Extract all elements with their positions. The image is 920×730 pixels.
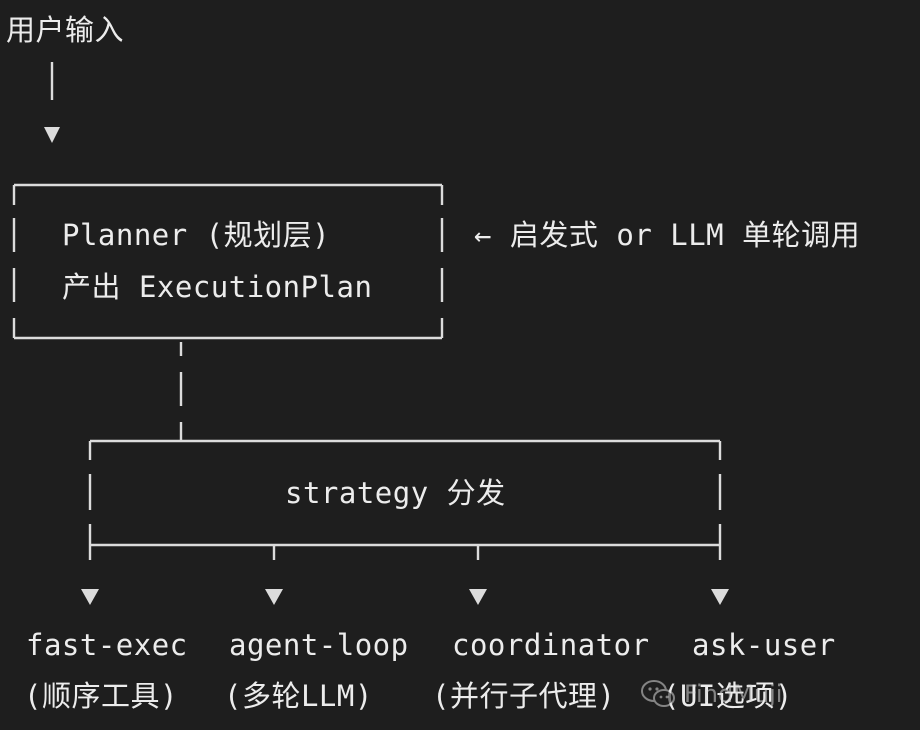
watermark-text: FindMuji [684,680,783,708]
strategy-ask-user-desc: (UI选项) [662,679,793,713]
strategy-fast-exec-desc: (顺序工具) [24,679,178,713]
user-input-label: 用户输入 [6,13,125,47]
agent-loop-arrow-head [265,589,283,605]
dispatch-box-frame [88,439,722,560]
strategy-agent-loop-name: agent-loop [229,628,409,662]
strategy-fast-exec-name: fast-exec [26,628,188,662]
fast-exec-arrow-head [81,589,99,605]
strategy-coordinator-name: coordinator [452,628,650,662]
wechat-icon [641,680,675,707]
input-arrow-head [44,127,60,143]
ask-user-arrow-head [711,589,729,605]
strategy-agent-loop-desc: (多轮LLM) [224,679,373,713]
strategy-ask-user-name: ask-user [692,628,836,662]
coordinator-arrow-head [469,589,487,605]
planner-note: ← 启发式 or LLM 单轮调用 [474,218,861,252]
dispatch-label: strategy 分发 [285,476,506,510]
watermark: FindMuji [640,674,782,714]
planner-box-frame [12,183,444,340]
planner-output-label: 产出 ExecutionPlan [62,270,373,304]
planner-title: Planner (规划层) [62,218,331,252]
strategy-coordinator-desc: (并行子代理) [432,679,616,713]
